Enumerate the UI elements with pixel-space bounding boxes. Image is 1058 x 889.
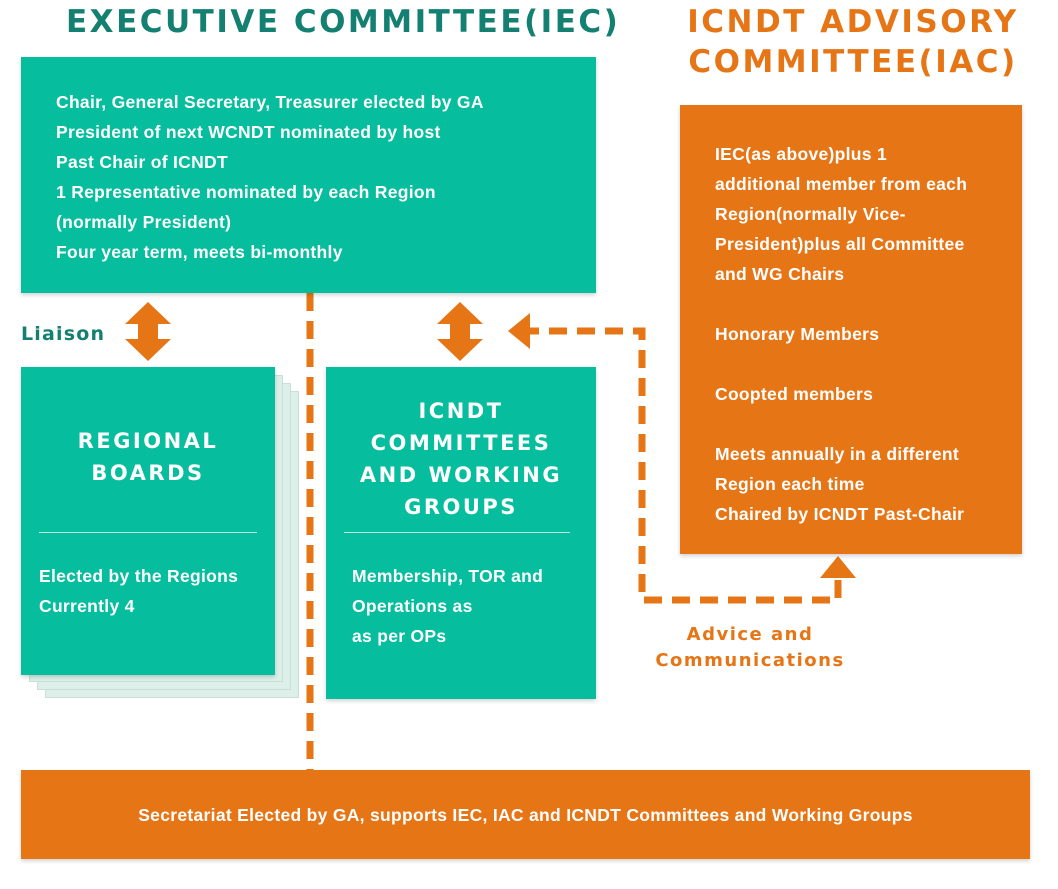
iac-line: Chaired by ICNDT Past-Chair [715,504,965,524]
iac-title: ICNDT ADVISORY COMMITTEE(IAC) [680,2,1026,82]
committees-heading-line: GROUPS [404,495,518,519]
iec-line: Past Chair of ICNDT [56,152,228,172]
committees-details: Membership, TOR and Operations as as per… [352,561,543,651]
advice-label-line2: Communications [655,650,845,671]
iec-box: Chair, General Secretary, Treasurer elec… [21,57,596,293]
iec-details: Chair, General Secretary, Treasurer elec… [56,87,484,267]
committees-divider [344,532,570,533]
advice-label-line1: Advice and [686,624,814,645]
advice-dashed-path [530,327,842,604]
iec-line: 1 Representative nominated by each Regio… [56,182,436,202]
committees-line: as per OPs [352,626,447,646]
iac-line: Region(normally Vice- [715,204,906,224]
advice-arrowhead-up [820,556,856,578]
committees-box: ICNDT COMMITTEES AND WORKING GROUPS Memb… [326,367,596,699]
regional-heading-line: BOARDS [91,461,205,485]
iec-line: (normally President) [56,212,232,232]
iac-details: IEC(as above)plus 1 additional member fr… [715,139,967,529]
iac-title-line2: COMMITTEE(IAC) [688,44,1018,80]
iac-line: President)plus all Committee [715,234,965,254]
committees-line: Membership, TOR and [352,566,544,586]
regional-boards-box: REGIONAL BOARDS Elected by the Regions C… [21,367,275,675]
committees-heading: ICNDT COMMITTEES AND WORKING GROUPS [326,395,596,523]
iac-line: Meets annually in a different [715,444,960,464]
committees-heading-line: AND WORKING [359,463,563,487]
committees-heading-line: ICNDT [418,399,504,423]
iec-line: Chair, General Secretary, Treasurer elec… [56,92,484,112]
regional-divider [39,532,257,533]
secretariat-box: Secretariat Elected by GA, supports IEC,… [21,770,1030,859]
iec-title: EXECUTIVE COMMITTEE(IEC) [66,4,621,40]
advice-label: Advice and Communications [640,622,860,674]
regional-boards-heading: REGIONAL BOARDS [21,425,275,489]
regional-details: Elected by the Regions Currently 4 [39,561,238,621]
liaison-label: Liaison [21,323,106,345]
iac-line: additional member from each [715,174,968,194]
iac-title-line1: ICNDT ADVISORY [687,4,1019,40]
liaison-double-arrow [125,302,171,361]
secretariat-text: Secretariat Elected by GA, supports IEC,… [138,805,913,825]
iec-line: Four year term, meets bi-monthly [56,242,343,262]
committees-double-arrow [437,302,483,361]
committees-heading-line: COMMITTEES [370,431,552,455]
regional-heading-line: REGIONAL [77,429,219,453]
advice-arrowhead-left [508,313,530,349]
regional-line: Elected by the Regions [39,566,239,586]
regional-line: Currently 4 [39,596,135,616]
iec-line: President of next WCNDT nominated by hos… [56,122,441,142]
iac-line: Coopted members [715,384,874,404]
iac-line: IEC(as above)plus 1 [715,144,888,164]
committees-line: Operations as [352,596,473,616]
iac-box: IEC(as above)plus 1 additional member fr… [680,105,1022,554]
iac-line: Region each time [715,474,865,494]
iac-line: and WG Chairs [715,264,845,284]
iac-line: Honorary Members [715,324,880,344]
